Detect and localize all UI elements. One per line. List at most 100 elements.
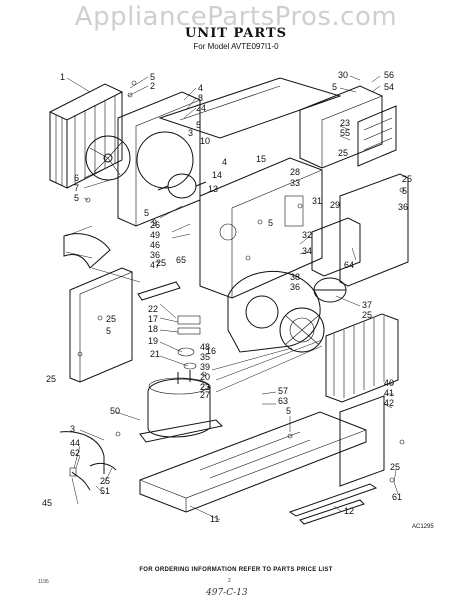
side-panel-right — [339, 173, 409, 287]
callout-6: 6 — [74, 173, 79, 183]
callout-64: 64 — [344, 260, 354, 270]
callout-65: 65 — [176, 255, 186, 265]
callout-28: 28 — [290, 167, 300, 177]
callout-11: 11 — [210, 514, 219, 524]
callout-5e: 5 — [402, 186, 407, 196]
callout-44: 44 — [70, 438, 80, 448]
callout-45: 45 — [42, 498, 52, 508]
callout-17: 17 — [148, 314, 158, 324]
callout-5b: 5 — [332, 82, 337, 92]
fan-motor — [157, 173, 207, 199]
callout-51: 51 — [100, 486, 110, 496]
callout-19: 19 — [148, 336, 158, 346]
callout-8: 8 — [198, 93, 203, 103]
callout-23b: 23 — [200, 382, 210, 392]
ordering-footer: FOR ORDERING INFORMATION REFER TO PARTS … — [139, 567, 333, 573]
callout-49: 49 — [150, 230, 160, 240]
leader-lines — [65, 75, 399, 521]
condenser-fan-blade — [85, 135, 131, 181]
electrical-box — [311, 217, 361, 277]
blower-housing — [227, 270, 321, 353]
callout-5f: 5 — [144, 208, 149, 218]
callout-54: 54 — [384, 82, 394, 92]
callout-37: 37 — [362, 300, 372, 310]
callout-25h: 25 — [390, 462, 400, 472]
callout-9: 9 — [152, 218, 157, 228]
callout-39: 39 — [200, 362, 210, 372]
side-strip — [299, 499, 365, 525]
bracket-parts — [137, 281, 201, 370]
side-panel-left — [69, 267, 133, 383]
small-code: 1195 — [38, 579, 49, 585]
callout-31: 31 — [312, 196, 322, 206]
callout-29: 29 — [330, 200, 340, 210]
callout-36: 36 — [398, 202, 408, 212]
callout-5c: 5 — [196, 120, 201, 130]
blower-motor — [313, 277, 347, 303]
callout-4b: 4 — [222, 157, 227, 167]
callout-36b: 36 — [150, 250, 160, 260]
callout-3b: 3 — [70, 424, 75, 434]
heater-element — [357, 105, 397, 167]
callout-4: 4 — [198, 83, 203, 93]
callout-47: 47 — [150, 260, 160, 270]
callout-33: 33 — [290, 178, 300, 188]
bulkhead-panel — [199, 157, 323, 299]
screws — [77, 80, 405, 483]
callout-20: 20 — [200, 372, 210, 382]
callout-25d: 25 — [106, 314, 116, 324]
bottom-rail — [288, 483, 378, 517]
callout-38: 38 — [290, 272, 300, 282]
callout-16: 16 — [206, 346, 216, 356]
callout-25b: 25 — [402, 174, 412, 184]
callout-5h: 5 — [106, 326, 111, 336]
handwritten-note: 497-C-13 — [206, 588, 248, 598]
callout-24: 24 — [196, 103, 206, 113]
callout-56: 56 — [384, 70, 394, 80]
callout-1: 1 — [60, 72, 65, 82]
callout-32: 32 — [302, 230, 312, 240]
page-number: 2 — [228, 578, 231, 584]
callout-46: 46 — [150, 240, 160, 250]
callout-50: 50 — [110, 406, 120, 416]
callout-23: 23 — [340, 118, 350, 128]
model-line: For Model AVTE097I1-0 — [193, 42, 279, 51]
callout-15: 15 — [256, 154, 266, 164]
callout-26: 26 — [150, 220, 160, 230]
evaporator-coil — [325, 313, 399, 403]
callout-25c: 25 — [156, 258, 166, 268]
control-housing — [299, 85, 383, 169]
blower-wheel — [279, 307, 325, 353]
callout-labels: 1 5 2 4 8 24 30 5 56 54 5 23 55 25 3 10 … — [42, 70, 412, 524]
watermark: AppliancePartsPros.com — [74, 2, 398, 32]
callout-25g: 25 — [100, 476, 110, 486]
callout-2: 2 — [150, 81, 155, 91]
callout-63: 63 — [278, 396, 288, 406]
callout-25f: 25 — [362, 310, 372, 320]
callout-34: 34 — [302, 246, 312, 256]
diagram-code: AC1295 — [412, 524, 434, 530]
callout-42: 42 — [384, 398, 394, 408]
air-duct — [63, 233, 111, 269]
power-cord — [69, 467, 91, 491]
compressor — [139, 370, 224, 443]
callout-25e: 25 — [46, 374, 56, 384]
callout-21: 21 — [150, 349, 160, 359]
callout-48: 48 — [200, 342, 210, 352]
top-cover — [158, 77, 342, 139]
callout-5d: 5 — [74, 193, 79, 203]
callout-12: 12 — [344, 506, 354, 516]
callout-62: 62 — [70, 448, 80, 458]
callout-10: 10 — [200, 136, 210, 146]
callout-22: 22 — [148, 304, 158, 314]
callout-40: 40 — [384, 378, 394, 388]
callout-41: 41 — [384, 388, 394, 398]
callout-18: 18 — [148, 324, 158, 334]
callout-25: 25 — [338, 148, 348, 158]
callout-3: 3 — [188, 128, 193, 138]
callout-14: 14 — [212, 170, 222, 180]
callout-30: 30 — [338, 70, 348, 80]
callout-5i: 5 — [286, 406, 291, 416]
callout-13: 13 — [208, 184, 218, 194]
